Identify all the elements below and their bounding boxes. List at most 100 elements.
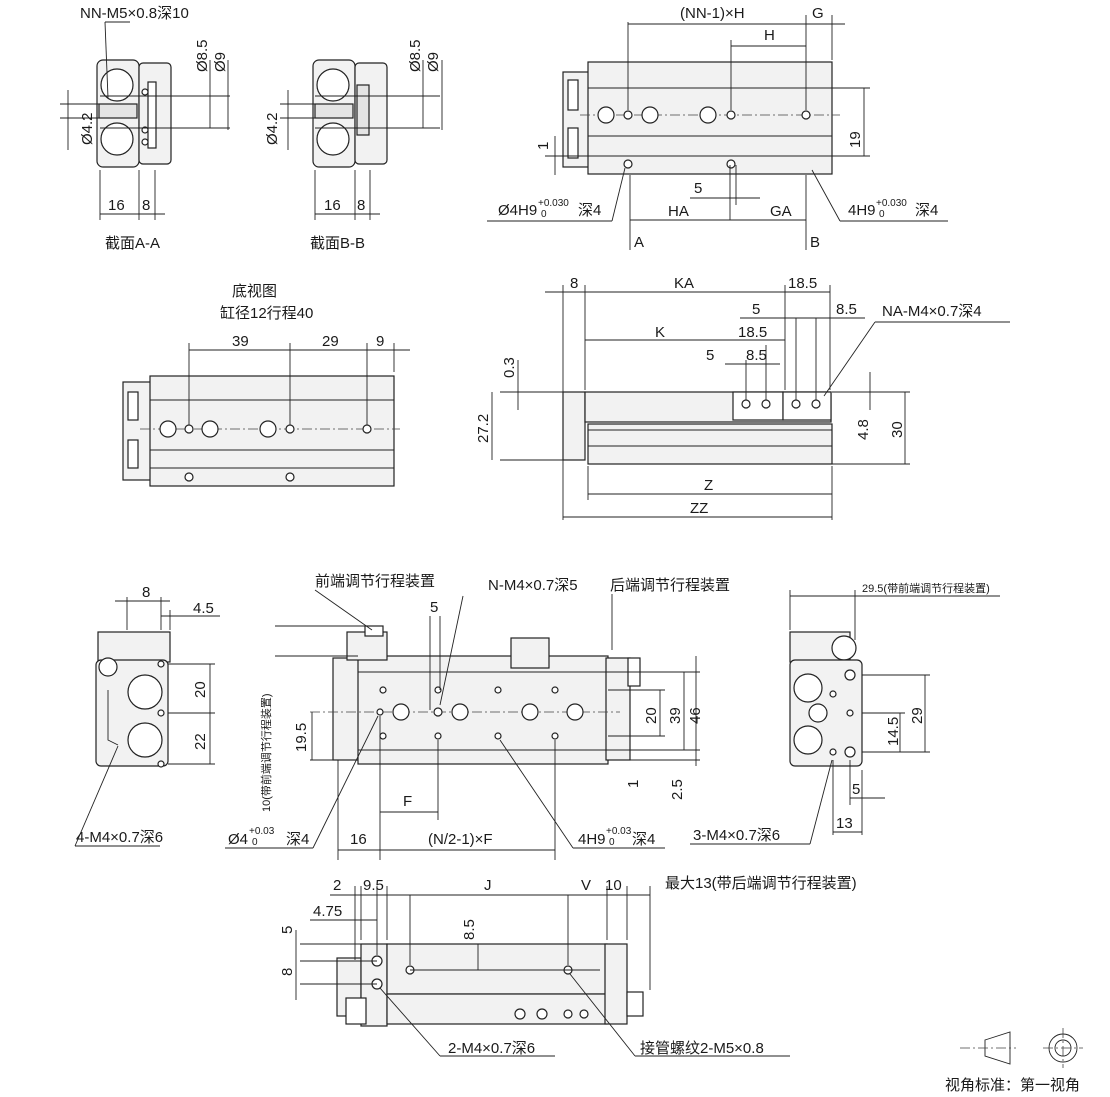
section-aa-title: 截面A-A — [105, 235, 160, 252]
section-bb-d9: Ø9 — [425, 52, 442, 72]
front-callout-n: N-M4×0.7深5 — [488, 577, 578, 594]
rear-adjuster-label: 后端调节行程装置 — [610, 577, 730, 594]
bottom-d39: 39 — [232, 333, 249, 350]
section-aa-d9: Ø9 — [212, 52, 229, 72]
bottom-title: 底视图 — [232, 283, 277, 300]
front-nf: (N/2-1)×F — [428, 831, 493, 848]
side-d8: 8 — [570, 275, 578, 292]
front-d39: 39 — [667, 707, 684, 724]
top-five: 5 — [694, 180, 702, 197]
right-end-d295: 29.5(带前端调节行程装置) — [862, 581, 990, 595]
top-ha: HA — [668, 203, 689, 220]
top-g: G — [812, 5, 824, 22]
lower-d95: 9.5 — [363, 877, 384, 894]
front-hole-right-tol-top: +0.03 — [606, 826, 632, 837]
bottom-view: 底视图 缸径12行程40 39 29 9 — [122, 283, 410, 487]
section-marker-b: B — [810, 234, 820, 251]
section-aa-d85: Ø8.5 — [194, 39, 211, 72]
top-hole-left: Ø4H9 — [498, 202, 537, 219]
front-f: F — [403, 793, 412, 810]
front-hole-left-tol-top: +0.03 — [249, 826, 275, 837]
top-nn-h: (NN-1)×H — [680, 5, 745, 22]
right-end-d13: 13 — [836, 815, 853, 832]
top-one: 1 — [535, 142, 552, 150]
front-d16: 16 — [350, 831, 367, 848]
lower-callout-right: 接管螺纹2-M5×0.8 — [640, 1040, 764, 1057]
top-hole-left-depth: 深4 — [578, 202, 601, 219]
side-d85b: 8.5 — [746, 347, 767, 364]
left-end-view: 8 4.5 20 22 4-M4×0.7深6 — [74, 584, 220, 847]
front-d20: 20 — [643, 707, 660, 724]
section-marker-a: A — [634, 234, 644, 251]
side-k: K — [655, 324, 665, 341]
section-bb-w16: 16 — [324, 197, 341, 214]
top-hole-left-tol-bot: 0 — [541, 209, 547, 220]
lower-j: J — [484, 877, 492, 894]
right-end-callout: 3-M4×0.7深6 — [693, 827, 780, 844]
section-bb-view: Ø8.5 Ø9 Ø4.2 16 8 截面B-B — [264, 39, 443, 252]
section-bb-d85: Ø8.5 — [407, 39, 424, 72]
section-aa-w16: 16 — [108, 197, 125, 214]
first-angle-projection-symbol: 视角标准：第一视角 — [945, 1028, 1083, 1094]
front-view: 前端调节行程装置 N-M4×0.7深5 后端调节行程装置 5 10(带前端调节行… — [225, 573, 730, 860]
section-bb-d42: Ø4.2 — [264, 112, 281, 145]
front-d25: 2.5 — [669, 779, 686, 800]
left-end-d45: 4.5 — [193, 600, 214, 617]
side-d5b: 5 — [706, 347, 714, 364]
right-end-view: 29.5(带前端调节行程装置) 14.5 29 5 13 3-M4×0.7深6 — [690, 581, 1000, 845]
side-ka: KA — [674, 275, 694, 292]
top-hole-right-tol-bot: 0 — [879, 209, 885, 220]
side-view: 8 KA 18.5 5 8.5 NA-M4×0.7深4 K 18.5 5 8.5… — [475, 275, 1010, 520]
top-ga: GA — [770, 203, 792, 220]
side-d85a: 8.5 — [836, 301, 857, 318]
lower-max13: 最大13(带后端调节行程装置) — [665, 875, 857, 892]
front-d10: 10(带前端调节行程装置) — [259, 693, 273, 812]
bottom-d9: 9 — [376, 333, 384, 350]
section-aa-w8: 8 — [142, 197, 150, 214]
front-hole-right-depth: 深4 — [632, 831, 655, 848]
front-d46: 46 — [687, 707, 704, 724]
side-z: Z — [704, 477, 713, 494]
front-hole-left: Ø4 — [228, 831, 248, 848]
front-hole-right-tol-bot: 0 — [609, 837, 615, 848]
top-view: (NN-1)×H G H 1 19 5 HA GA Ø4H9 +0.030 0 … — [487, 5, 948, 251]
projection-label: 视角标准：第一视角 — [945, 1076, 1080, 1094]
front-hole-left-depth: 深4 — [286, 831, 309, 848]
front-hole-right: 4H9 — [578, 831, 606, 848]
side-d272: 27.2 — [475, 414, 492, 443]
front-d1: 1 — [625, 780, 642, 788]
lower-d2: 2 — [333, 877, 341, 894]
side-d5a: 5 — [752, 301, 760, 318]
left-end-d8: 8 — [142, 584, 150, 601]
section-aa-callout: NN-M5×0.8深10 — [80, 5, 189, 22]
lower-d10: 10 — [605, 877, 622, 894]
side-d03: 0.3 — [501, 357, 518, 378]
right-end-d5: 5 — [852, 781, 860, 798]
top-h: H — [764, 27, 775, 44]
left-end-callout: 4-M4×0.7深6 — [76, 829, 163, 846]
section-aa-view: NN-M5×0.8深10 Ø8.5 Ø9 Ø4.2 16 8 截面A-A — [60, 5, 230, 252]
side-callout: NA-M4×0.7深4 — [882, 303, 982, 320]
right-end-d29: 29 — [909, 707, 926, 724]
side-d30: 30 — [889, 421, 906, 438]
lower-d475: 4.75 — [313, 903, 342, 920]
side-d185a: 18.5 — [788, 275, 817, 292]
side-d48: 4.8 — [855, 419, 872, 440]
left-end-d22: 22 — [192, 733, 209, 750]
lower-callout-left: 2-M4×0.7深6 — [448, 1040, 535, 1057]
section-bb-w8: 8 — [357, 197, 365, 214]
top-hole-right: 4H9 — [848, 202, 876, 219]
lower-d5: 5 — [279, 926, 296, 934]
top-hole-left-tol-top: +0.030 — [538, 198, 569, 209]
front-d5: 5 — [430, 599, 438, 616]
front-adjuster-label: 前端调节行程装置 — [315, 573, 435, 590]
section-bb-title: 截面B-B — [310, 235, 365, 252]
lower-view: 2 9.5 J V 10 最大13(带后端调节行程装置) 4.75 5 8.5 … — [279, 875, 857, 1057]
bottom-d29: 29 — [322, 333, 339, 350]
front-d195: 19.5 — [293, 723, 310, 752]
side-zz: ZZ — [690, 500, 708, 517]
top-nineteen: 19 — [847, 131, 864, 148]
top-hole-right-depth: 深4 — [915, 202, 938, 219]
lower-d8: 8 — [279, 968, 296, 976]
